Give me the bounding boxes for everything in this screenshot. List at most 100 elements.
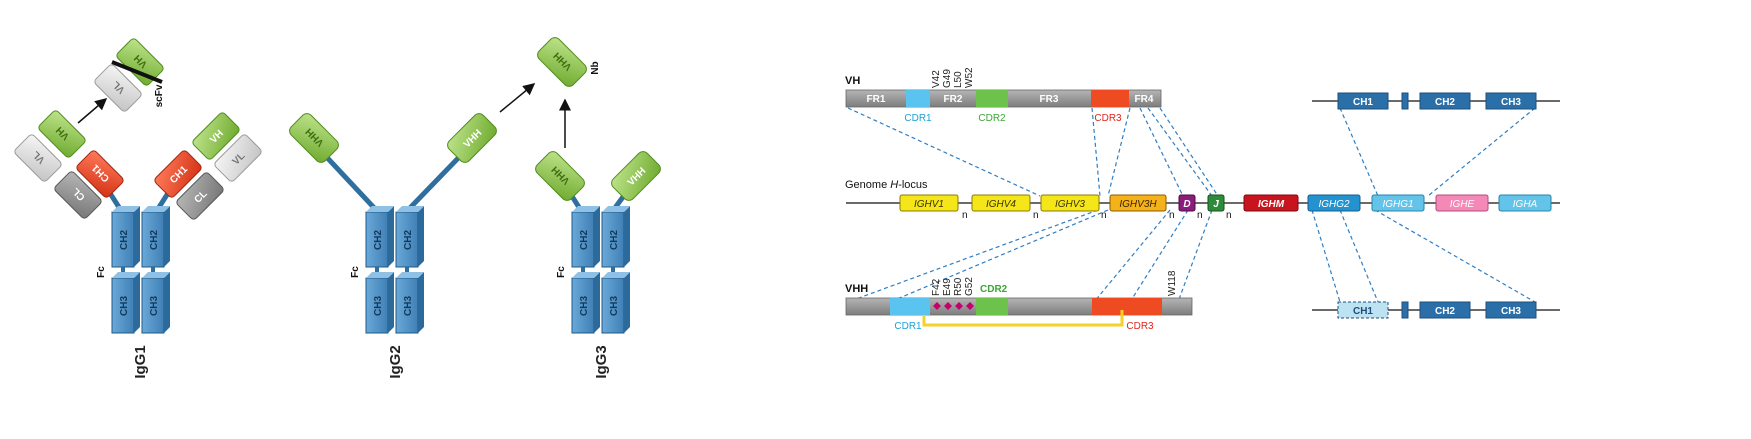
igg2-fc-label: Fc [350,266,361,278]
igg2-label: IgG2 [387,345,404,378]
hcab-ch3: CH3 [1501,306,1521,317]
vhh-cdr3-region [1092,298,1162,315]
mapping-lines [847,107,1536,303]
spacer-n-4: n [1169,210,1175,221]
igg2-ch3-label-right: CH3 [403,296,414,316]
igg2-ch2-label-left: CH2 [373,230,384,250]
nb-vhh: VHH [537,37,587,87]
igg3-vhh-right: VHH [611,151,661,201]
gene-ighe: IGHE [1450,199,1475,210]
vh-cdr1-region [906,90,930,107]
hcab-ch2: CH2 [1435,306,1455,317]
vh-fr3: FR3 [1040,94,1059,105]
igg3-ch3-label-left: CH3 [579,296,590,316]
igg2-to-nb-arrow [499,83,536,113]
vhh-cdr3-label: CDR3 [1126,321,1154,332]
gene-j: J [1213,199,1219,210]
gene-ighg1: IGHG1 [1382,199,1413,210]
vhh-cdr2-region [976,298,1008,315]
igg2-vhh-left: VHH [289,113,339,163]
gene-ighv4: IGHV4 [986,199,1016,210]
igg1-cl-left: CL [54,171,102,219]
scfv-vl: VL [94,64,142,112]
vhh-title: VHH [845,283,868,295]
igg1-label: IgG1 [132,345,149,378]
igg2-ch3-right: CH3 [395,272,424,334]
vh-fr4: FR4 [1135,94,1154,105]
igg1-vl-right: VL [214,134,262,182]
spacer-n-6: n [1226,210,1232,221]
igg3-ch2-right: CH2 [601,206,630,268]
igg3-vhh-left: VHH [535,151,585,201]
heavy-ch2: CH2 [1435,97,1455,108]
vh-residue-g49: G49 [942,69,953,88]
spacer-n-2: n [1033,210,1039,221]
gene-d: D [1183,199,1190,210]
vh-sequence-bar: VH FR1 FR2 FR3 FR4 CDR1 CDR2 CDR3 V42 G4… [845,67,1162,124]
igg1-vl-left: VL [14,134,62,182]
igg3-ch3-left: CH3 [571,272,600,334]
igg1-ch2-right: CH2 [141,206,170,268]
igg1-ch1-right: CH1 [154,150,202,198]
vh-fr1: FR1 [867,94,886,105]
vh-fr2: FR2 [944,94,963,105]
vhh-residue-g52: G52 [964,277,975,296]
heavy-ch1: CH1 [1353,97,1373,108]
vhh-sequence-bar: VHH F42 E49 R50 G52 CDR2 W118 CDR1 CDR3 [845,270,1193,332]
igg1-ch2-label-left: CH2 [119,230,130,250]
vh-cdr1-label: CDR1 [904,113,932,124]
igg3-ch2-label-left: CH2 [579,230,590,250]
gene-ighv3: IGHV3 [1055,199,1085,210]
igg1-vh-right: VH [192,112,240,160]
gene-ighg2: IGHG2 [1318,199,1350,210]
heavy-ch3: CH3 [1501,97,1521,108]
igg1-ch3-left: CH3 [111,272,140,334]
igg3-ch2-left: CH2 [571,206,600,268]
vh-title: VH [845,75,860,87]
igg2-vhh-right: VHH [447,113,497,163]
hcab-ch1: CH1 [1353,306,1373,317]
vh-cdr2-label: CDR2 [978,113,1006,124]
vhh-residue-r50: R50 [953,277,964,296]
nanobody: VHH Nb [537,37,601,87]
scfv-label: scFv [154,84,165,107]
igg2-ch2-right: CH2 [395,206,424,268]
igg3-label: IgG3 [593,345,610,378]
spacer-n-3: n [1101,210,1107,221]
igg1-ch3-label-right: CH3 [149,296,160,316]
igg2-ch2-label-right: CH2 [403,230,414,250]
gene-igha: IGHA [1513,199,1538,210]
vh-cdr3-region [1091,90,1129,107]
vh-residue-w52: W52 [964,67,975,88]
disulfide-bond [922,310,1124,327]
igg3-ch2-label-right: CH2 [609,230,620,250]
gene-ighv1: IGHV1 [914,199,944,210]
igg1-ch2-left: CH2 [111,206,140,268]
vh-residue-v42: V42 [931,70,942,88]
vh-residue-l50: L50 [953,71,964,88]
igg1-ch2-label-right: CH2 [149,230,160,250]
genome-h-locus: Genome H-locus IGHV1 IGHV4 IGHV3 IGHV3H … [845,179,1560,221]
vhh-residue-e49: E49 [942,278,953,296]
gene-ighv3h: IGHV3H [1119,199,1157,210]
igg1-cl-right: CL [176,172,224,220]
igg1-fc-label: Fc [96,266,107,278]
igg3-antibody: VHH VHH CH2 CH2 CH3 [535,151,661,379]
igg3-fc-label: Fc [556,266,567,278]
vh-cdr3-label: CDR3 [1094,113,1122,124]
igg1-ch1-left: CH1 [76,150,124,198]
vh-cdr2-region [976,90,1008,107]
vhh-cdr1-region [890,298,930,315]
igg1-vh-left: VH [38,110,86,158]
igg1-ch3-right: CH3 [141,272,170,334]
igg3-ch3-label-right: CH3 [609,296,620,316]
igg1-ch3-label-left: CH3 [119,296,130,316]
vhh-residue-f42: F42 [931,278,942,296]
nb-label: Nb [590,61,601,74]
vhh-hallmark-residues [933,302,974,310]
genome-title: Genome H-locus [845,179,928,191]
scfv-linker [111,60,163,84]
vhh-cdr1-label: CDR1 [894,321,922,332]
igg2-antibody: VHH VHH CH2 CH2 CH3 [289,113,497,379]
